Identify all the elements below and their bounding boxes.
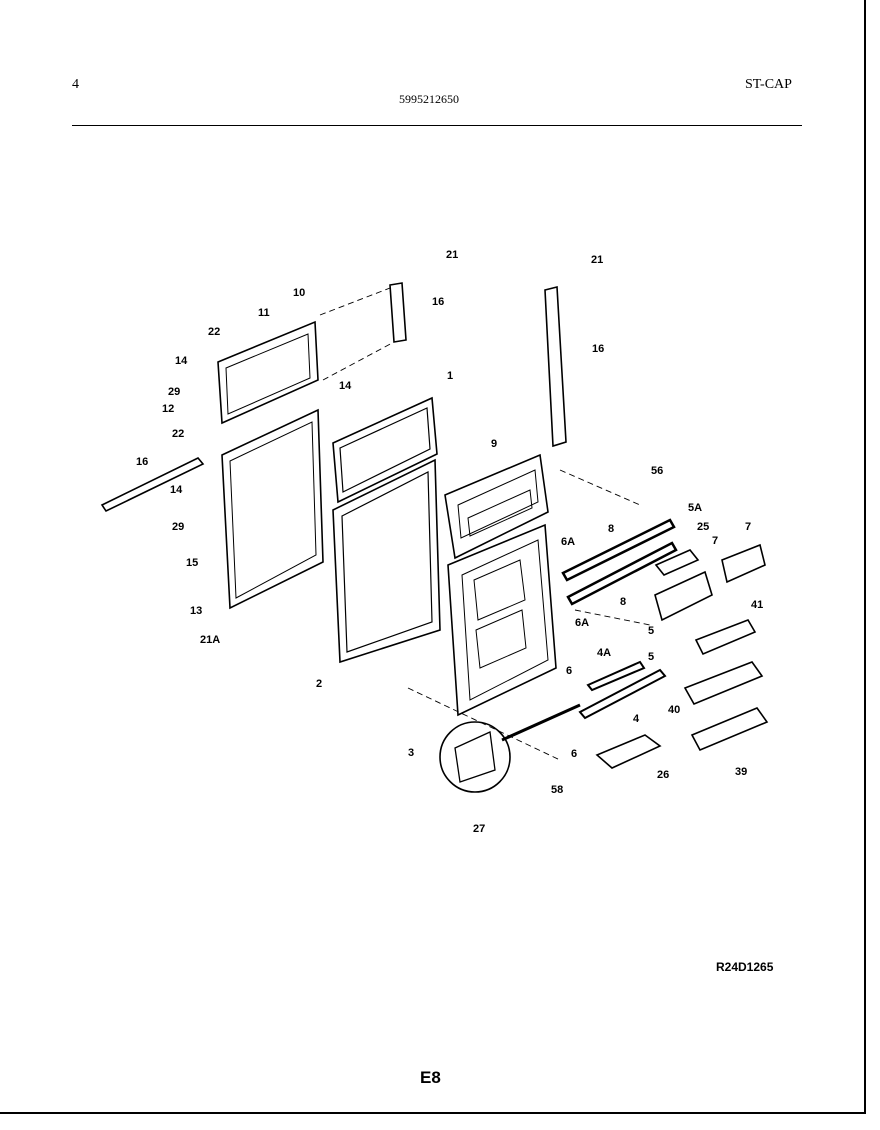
label-21-b: 21 bbox=[591, 254, 603, 266]
door-handle-bar bbox=[100, 457, 205, 513]
label-8-b: 8 bbox=[620, 596, 626, 608]
door-bin-small bbox=[721, 543, 766, 584]
shelf-rail-4 bbox=[578, 668, 667, 720]
part-labels: 21 10 16 11 22 14 29 12 14 22 1 16 14 21… bbox=[136, 249, 763, 835]
label-16-c: 16 bbox=[592, 343, 604, 355]
page-frame bbox=[0, 0, 866, 1114]
tray-41 bbox=[694, 619, 757, 656]
label-40: 40 bbox=[668, 704, 680, 716]
shelf-rail-4A bbox=[586, 660, 646, 692]
label-14-b: 14 bbox=[339, 380, 352, 392]
door-hinge-tall bbox=[544, 285, 567, 448]
door-shelf-rail-upper bbox=[561, 518, 676, 582]
label-11: 11 bbox=[258, 307, 270, 319]
fresh-food-inner-door-liner bbox=[447, 523, 557, 717]
label-56-a: 56 bbox=[651, 465, 663, 477]
detail-27-circle bbox=[439, 721, 511, 793]
tray-39 bbox=[690, 707, 769, 752]
door-hinge-short bbox=[389, 282, 407, 343]
label-5-b: 5 bbox=[648, 625, 654, 637]
label-14-a: 14 bbox=[175, 355, 188, 367]
label-22-b: 22 bbox=[172, 428, 184, 440]
label-22-a: 22 bbox=[208, 326, 220, 338]
tray-40 bbox=[683, 661, 764, 706]
label-9: 9 bbox=[491, 438, 497, 450]
freezer-door-gasket bbox=[332, 396, 438, 504]
alignment-lines bbox=[319, 287, 651, 761]
label-10: 10 bbox=[293, 287, 305, 299]
fresh-food-door-outer-panel bbox=[221, 408, 324, 610]
label-4: 4 bbox=[633, 713, 640, 725]
freezer-door-outer-panel bbox=[217, 320, 319, 425]
label-14-c: 14 bbox=[170, 484, 183, 496]
label-29-a: 29 bbox=[168, 386, 180, 398]
door-bin-large bbox=[654, 570, 713, 622]
label-2: 2 bbox=[316, 678, 322, 690]
label-6A-b: 6A bbox=[575, 617, 589, 629]
label-8-a: 8 bbox=[608, 523, 614, 535]
part-drawings bbox=[100, 282, 769, 793]
label-21-a: 21 bbox=[446, 249, 458, 261]
label-41: 41 bbox=[751, 599, 763, 611]
label-15: 15 bbox=[186, 557, 198, 569]
label-6-b: 6 bbox=[571, 748, 577, 760]
freezer-inner-door-liner bbox=[444, 453, 549, 560]
label-27: 27 bbox=[473, 823, 485, 835]
page-code: E8 bbox=[420, 1068, 441, 1087]
label-16-b: 16 bbox=[136, 456, 148, 468]
label-5A: 5A bbox=[688, 502, 702, 514]
ice-tray bbox=[595, 734, 662, 769]
label-4A: 4A bbox=[597, 647, 611, 659]
label-21A: 21A bbox=[200, 634, 220, 646]
label-39: 39 bbox=[735, 766, 747, 778]
model-code: ST-CAP bbox=[745, 77, 792, 92]
label-58: 58 bbox=[551, 784, 563, 796]
label-7-a: 7 bbox=[745, 521, 751, 533]
label-5-a: 5 bbox=[648, 651, 654, 663]
butter-compartment bbox=[654, 549, 700, 576]
drawing-code: R24D1265 bbox=[716, 960, 774, 974]
label-6A-a: 6A bbox=[561, 536, 575, 548]
label-1: 1 bbox=[447, 370, 453, 382]
page-number: 4 bbox=[72, 77, 79, 92]
label-16-a: 16 bbox=[432, 296, 444, 308]
label-13: 13 bbox=[190, 605, 202, 617]
label-6-a: 6 bbox=[566, 665, 572, 677]
label-12: 12 bbox=[162, 403, 174, 415]
part-number: 5995212650 bbox=[399, 92, 459, 106]
label-7-b: 7 bbox=[712, 535, 718, 547]
door-shelf-rail-lower bbox=[566, 541, 678, 606]
label-25: 25 bbox=[697, 521, 709, 533]
fresh-food-door-gasket bbox=[332, 458, 441, 664]
header-rule bbox=[72, 125, 802, 126]
label-29-b: 29 bbox=[172, 521, 184, 533]
label-3: 3 bbox=[408, 747, 414, 759]
label-26: 26 bbox=[657, 769, 669, 781]
